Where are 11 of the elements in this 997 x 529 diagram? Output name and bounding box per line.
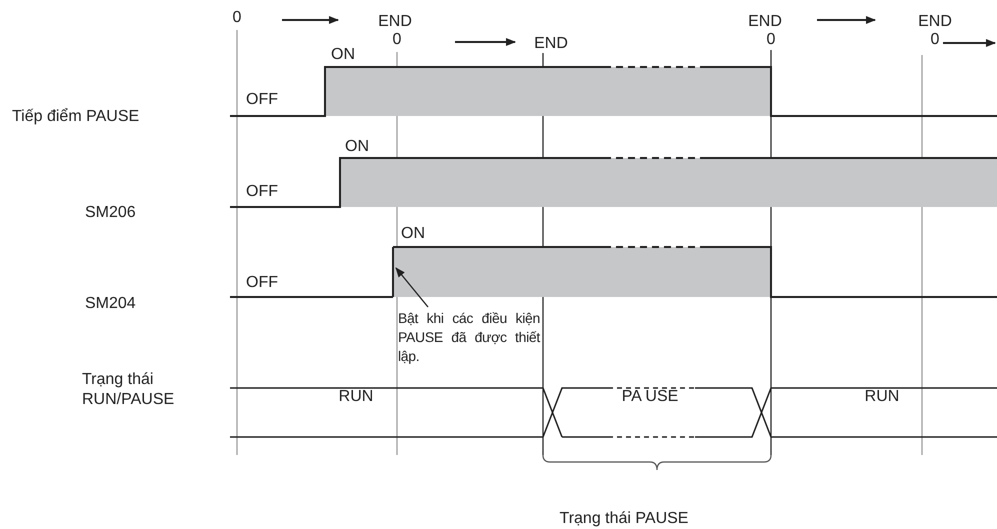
timing-label: Tiếp điểm PAUSE [12, 108, 140, 126]
timing-label: PA USE [622, 388, 678, 406]
timing-label: SM206 [85, 204, 136, 222]
annotation-text: Bật khi các điều kiện PAUSE đã được thiết lập. [398, 309, 540, 366]
timing-label: Trạng thái RUN/PAUSE [82, 370, 176, 410]
timing-label: SM204 [85, 295, 136, 313]
rising-edge [392, 247, 394, 297]
timing-label: RUN [864, 388, 900, 406]
timing-label: RUN [338, 388, 374, 406]
timing-label: Trạng thái PAUSE [560, 510, 688, 528]
timing-label: END [534, 35, 568, 53]
